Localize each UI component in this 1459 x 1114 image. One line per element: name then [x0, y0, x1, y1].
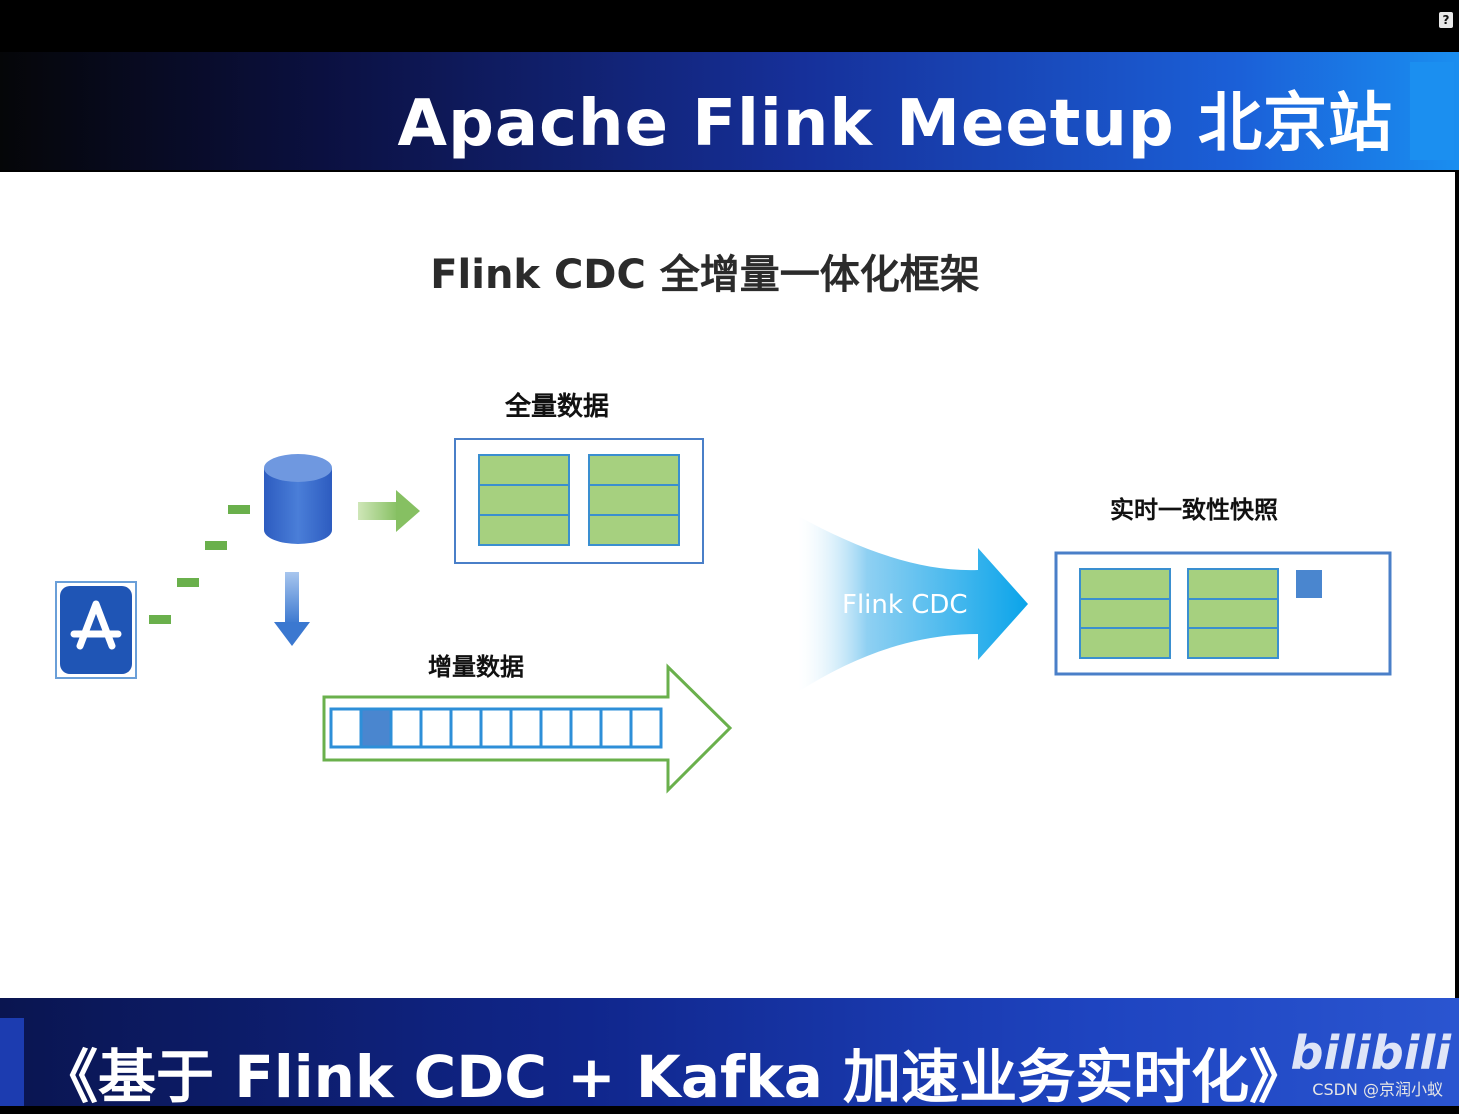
incremental-log-cells — [329, 707, 663, 749]
footer-stripe — [0, 1018, 24, 1106]
app-store-icon — [55, 581, 137, 679]
diagram-canvas — [55, 438, 1392, 794]
flink-cdc-arrow-label: Flink CDC — [842, 590, 968, 620]
slide-content: Flink CDC 全增量一体化框架 全量数据 增量数据 实时一致性快照 — [0, 172, 1455, 998]
snapshot-table-2 — [1187, 568, 1279, 659]
talk-title: 《基于 Flink CDC + Kafka 加速业务实时化》 — [40, 1043, 1308, 1111]
snapshot-change-cell — [1296, 570, 1322, 598]
full-data-arrow — [358, 490, 420, 532]
footer-banner: 《基于 Flink CDC + Kafka 加速业务实时化》 bilibili … — [0, 998, 1459, 1111]
slide-title: Flink CDC 全增量一体化框架 — [430, 252, 980, 298]
header-banner: Apache Flink Meetup 北京站 — [0, 52, 1459, 170]
snapshot-table-1 — [1079, 568, 1171, 659]
full-data-label: 全量数据 — [505, 392, 610, 422]
header-accent — [1410, 62, 1454, 160]
header-title: Apache Flink Meetup 北京站 — [397, 87, 1393, 161]
full-data-table-2 — [588, 454, 680, 546]
data-flow-dashes — [149, 505, 250, 624]
incremental-data-arrow — [322, 663, 733, 794]
database-icon — [264, 454, 332, 544]
flink-cdc-arrow — [798, 516, 1028, 692]
snapshot-box — [1054, 551, 1392, 676]
bilibili-logo: bilibili — [1290, 1026, 1451, 1080]
incremental-down-arrow — [274, 572, 310, 646]
help-icon[interactable]: ? — [1439, 12, 1453, 28]
snapshot-label: 实时一致性快照 — [1110, 496, 1278, 524]
csdn-watermark: CSDN @京润小蚁 — [1312, 1080, 1443, 1099]
incremental-data-label: 增量数据 — [428, 653, 524, 681]
full-data-box — [454, 438, 704, 564]
full-data-table-1 — [478, 454, 570, 546]
